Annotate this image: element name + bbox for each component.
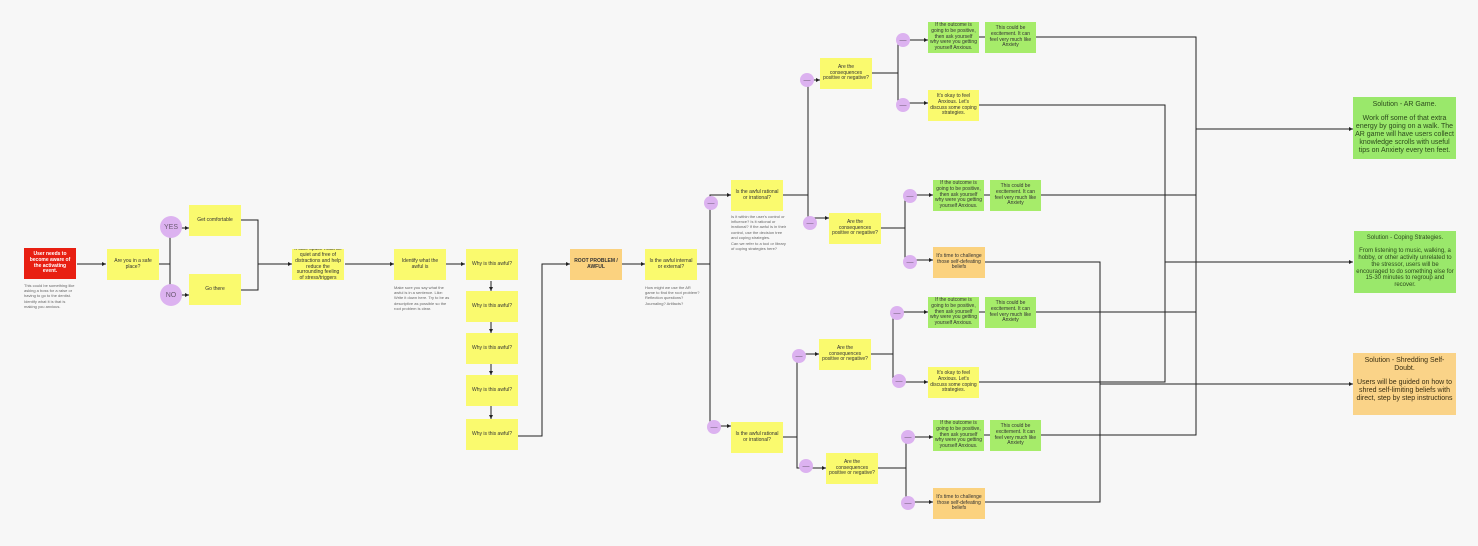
note-user-event[interactable]: User needs to become aware of the activa… [24, 248, 76, 279]
note-excite-2[interactable]: This could be excitement. It can feel ve… [990, 180, 1041, 211]
note-internal-external[interactable]: Is the awful internal or external? [645, 249, 697, 280]
note-excite-3[interactable]: This could be excitement. It can feel ve… [985, 297, 1036, 328]
note-rational-top[interactable]: Is the awful rational or irrational? [731, 180, 783, 211]
circle-outcome-3[interactable]: — [890, 306, 904, 320]
note-challenge-1[interactable]: It's time to challenge those self-defeat… [933, 247, 985, 278]
note-okay-2[interactable]: It's okay to feel Anxious. Let's discuss… [928, 367, 979, 398]
circle-challenge-2[interactable]: — [901, 496, 915, 510]
note-safe-place[interactable]: Are you in a safe place? [107, 249, 159, 280]
note-why-5[interactable]: Why is this awful? [466, 419, 518, 450]
caption-identify-awful: Make sure you say what the awful is in a… [394, 285, 450, 311]
circle-outcome-2[interactable]: — [903, 189, 917, 203]
note-conseq-4[interactable]: Are the consequences positive or negativ… [826, 453, 878, 484]
note-outcome-2[interactable]: If the outcome is going to be positive, … [933, 180, 984, 211]
solution-coping[interactable]: Solution - Coping Strategies. From liste… [1354, 231, 1456, 293]
note-identify-awful[interactable]: Identify what the awful is [394, 249, 446, 280]
solution-ar-game-body: Work off some of that extra energy by go… [1355, 115, 1454, 155]
note-excite-1[interactable]: This could be excitement. It can feel ve… [985, 22, 1036, 53]
solution-coping-title: Solution - Coping Strategies. [1366, 235, 1444, 241]
note-conseq-2[interactable]: Are the consequences positive or negativ… [829, 213, 881, 244]
circle-outcome-4[interactable]: — [901, 430, 915, 444]
note-rational-bottom[interactable]: Is the awful rational or irrational? [731, 422, 783, 453]
circle-conseq-3[interactable]: — [792, 349, 806, 363]
note-calm[interactable]: If safe space must be quiet and free of … [292, 249, 344, 280]
note-get-comfortable[interactable]: Get comfortable [189, 205, 241, 236]
circle-challenge-1[interactable]: — [903, 255, 917, 269]
circle-bottom-branch[interactable]: — [707, 420, 721, 434]
note-why-3[interactable]: Why is this awful? [466, 333, 518, 364]
note-okay-1[interactable]: It's okay to feel Anxious. Let's discuss… [928, 90, 979, 121]
solution-coping-body: From listening to music, walking, a hobb… [1356, 247, 1454, 289]
circle-outcome-1[interactable]: — [896, 33, 910, 47]
note-outcome-3[interactable]: If the outcome is going to be positive, … [928, 297, 979, 328]
solution-shredding-title: Solution - Shredding Self-Doubt. [1364, 357, 1445, 373]
note-excite-4[interactable]: This could be excitement. It can feel ve… [990, 420, 1041, 451]
note-conseq-1[interactable]: Are the consequences positive or negativ… [820, 58, 872, 89]
circle-top-branch[interactable]: — [704, 196, 718, 210]
circle-conseq-4[interactable]: — [799, 459, 813, 473]
circle-okay-1[interactable]: — [896, 98, 910, 112]
note-why-4[interactable]: Why is this awful? [466, 375, 518, 406]
solution-ar-game[interactable]: Solution - AR Game. Work off some of tha… [1353, 97, 1456, 159]
note-go-there[interactable]: Go there [189, 274, 241, 305]
caption-internal-external: How might we use the AR game to find the… [645, 285, 700, 306]
solution-shredding[interactable]: Solution - Shredding Self-Doubt. Users w… [1353, 353, 1456, 415]
note-conseq-3[interactable]: Are the consequences positive or negativ… [819, 339, 871, 370]
solution-ar-game-title: Solution - AR Game. [1372, 101, 1437, 108]
note-outcome-1[interactable]: If the outcome is going to be positive, … [928, 22, 979, 53]
circle-conseq-1[interactable]: — [800, 73, 814, 87]
circle-conseq-2[interactable]: — [803, 216, 817, 230]
circle-no[interactable]: NO [160, 284, 182, 306]
caption-user-event: This could be something like asking a bo… [24, 283, 75, 309]
caption-rational-top: Is it within the user's control or influ… [731, 214, 787, 240]
note-why-1[interactable]: Why is this awful? [466, 249, 518, 280]
solution-shredding-body: Users will be guided on how to shred sel… [1356, 379, 1453, 403]
circle-okay-2[interactable]: — [892, 374, 906, 388]
note-challenge-2[interactable]: It's time to challenge those self-defeat… [933, 488, 985, 519]
note-outcome-4[interactable]: If the outcome is going to be positive, … [933, 420, 984, 451]
note-why-2[interactable]: Why is this awful? [466, 291, 518, 322]
caption-rational-extra: Can we refer to a tool or library of cop… [731, 241, 786, 252]
note-root-problem[interactable]: ROOT PROBLEM / AWFUL [570, 249, 622, 280]
circle-yes[interactable]: YES [160, 216, 182, 238]
